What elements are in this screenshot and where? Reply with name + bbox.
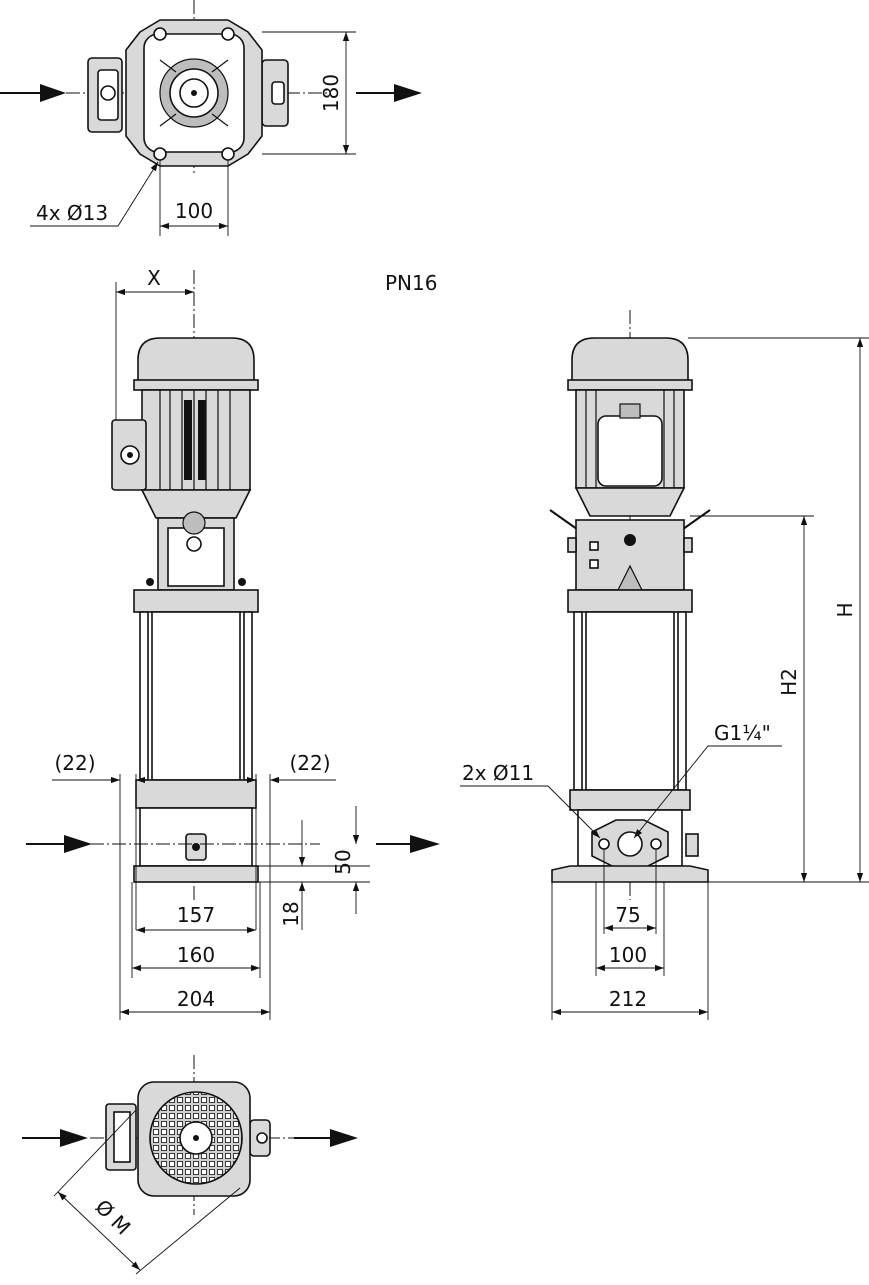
dim-160-label: 160 xyxy=(177,943,215,967)
flow-arrow-out-top xyxy=(356,84,422,102)
pressure-rating-label: PN16 xyxy=(385,271,437,295)
motor-fan-cover-front xyxy=(137,337,255,389)
dim-50-label: 50 xyxy=(331,849,355,874)
pump-foot-side xyxy=(551,865,709,883)
dim-157-label: 157 xyxy=(177,903,215,927)
motor-body-front xyxy=(141,389,251,491)
dim-line-diameter-m xyxy=(57,1191,141,1271)
stainless-sleeve-front xyxy=(151,611,241,781)
bottom-view: Ø M xyxy=(22,1055,358,1275)
flow-arrow-out-bottom xyxy=(294,1129,358,1147)
dim-204-label: 204 xyxy=(177,987,215,1011)
thread-label: G1¼" xyxy=(714,721,771,745)
dim-100-top-label: 100 xyxy=(175,199,213,223)
flange-holes-label: 4x Ø13 xyxy=(36,201,108,225)
dim-100-side-label: 100 xyxy=(609,943,647,967)
dim-75-label: 75 xyxy=(615,903,640,927)
flow-arrow-in-bottom xyxy=(22,1129,88,1147)
dim-diameter-m-label: Ø M xyxy=(91,1195,136,1240)
front-view: X xyxy=(26,266,440,1020)
dim-22-left-label: (22) xyxy=(54,751,95,775)
side-view: H H2 G1¼" 2x Ø11 75 100 212 xyxy=(460,310,869,1020)
flange-holes xyxy=(153,27,235,161)
dim-180-label: 180 xyxy=(319,74,343,112)
flow-arrow-in-top xyxy=(0,84,66,102)
dim-h2-label: H2 xyxy=(777,668,801,696)
pump-head-front xyxy=(133,589,259,613)
dim-h-label: H xyxy=(833,602,857,617)
motor-fan-cover-side xyxy=(571,337,689,389)
flow-arrow-in-front xyxy=(26,835,92,853)
flow-arrow-out-front xyxy=(376,835,440,853)
dim-22-right-label: (22) xyxy=(289,751,330,775)
base-holes-label: 2x Ø11 xyxy=(462,761,534,785)
top-view: 180 100 4x Ø13 xyxy=(0,0,422,236)
terminal-box-side xyxy=(597,415,663,487)
dim-18-label: 18 xyxy=(279,901,303,926)
dim-x-label: X xyxy=(147,266,161,290)
pump-head-side xyxy=(567,589,693,613)
dim-212-label: 212 xyxy=(609,987,647,1011)
stainless-sleeve-side xyxy=(585,611,675,791)
